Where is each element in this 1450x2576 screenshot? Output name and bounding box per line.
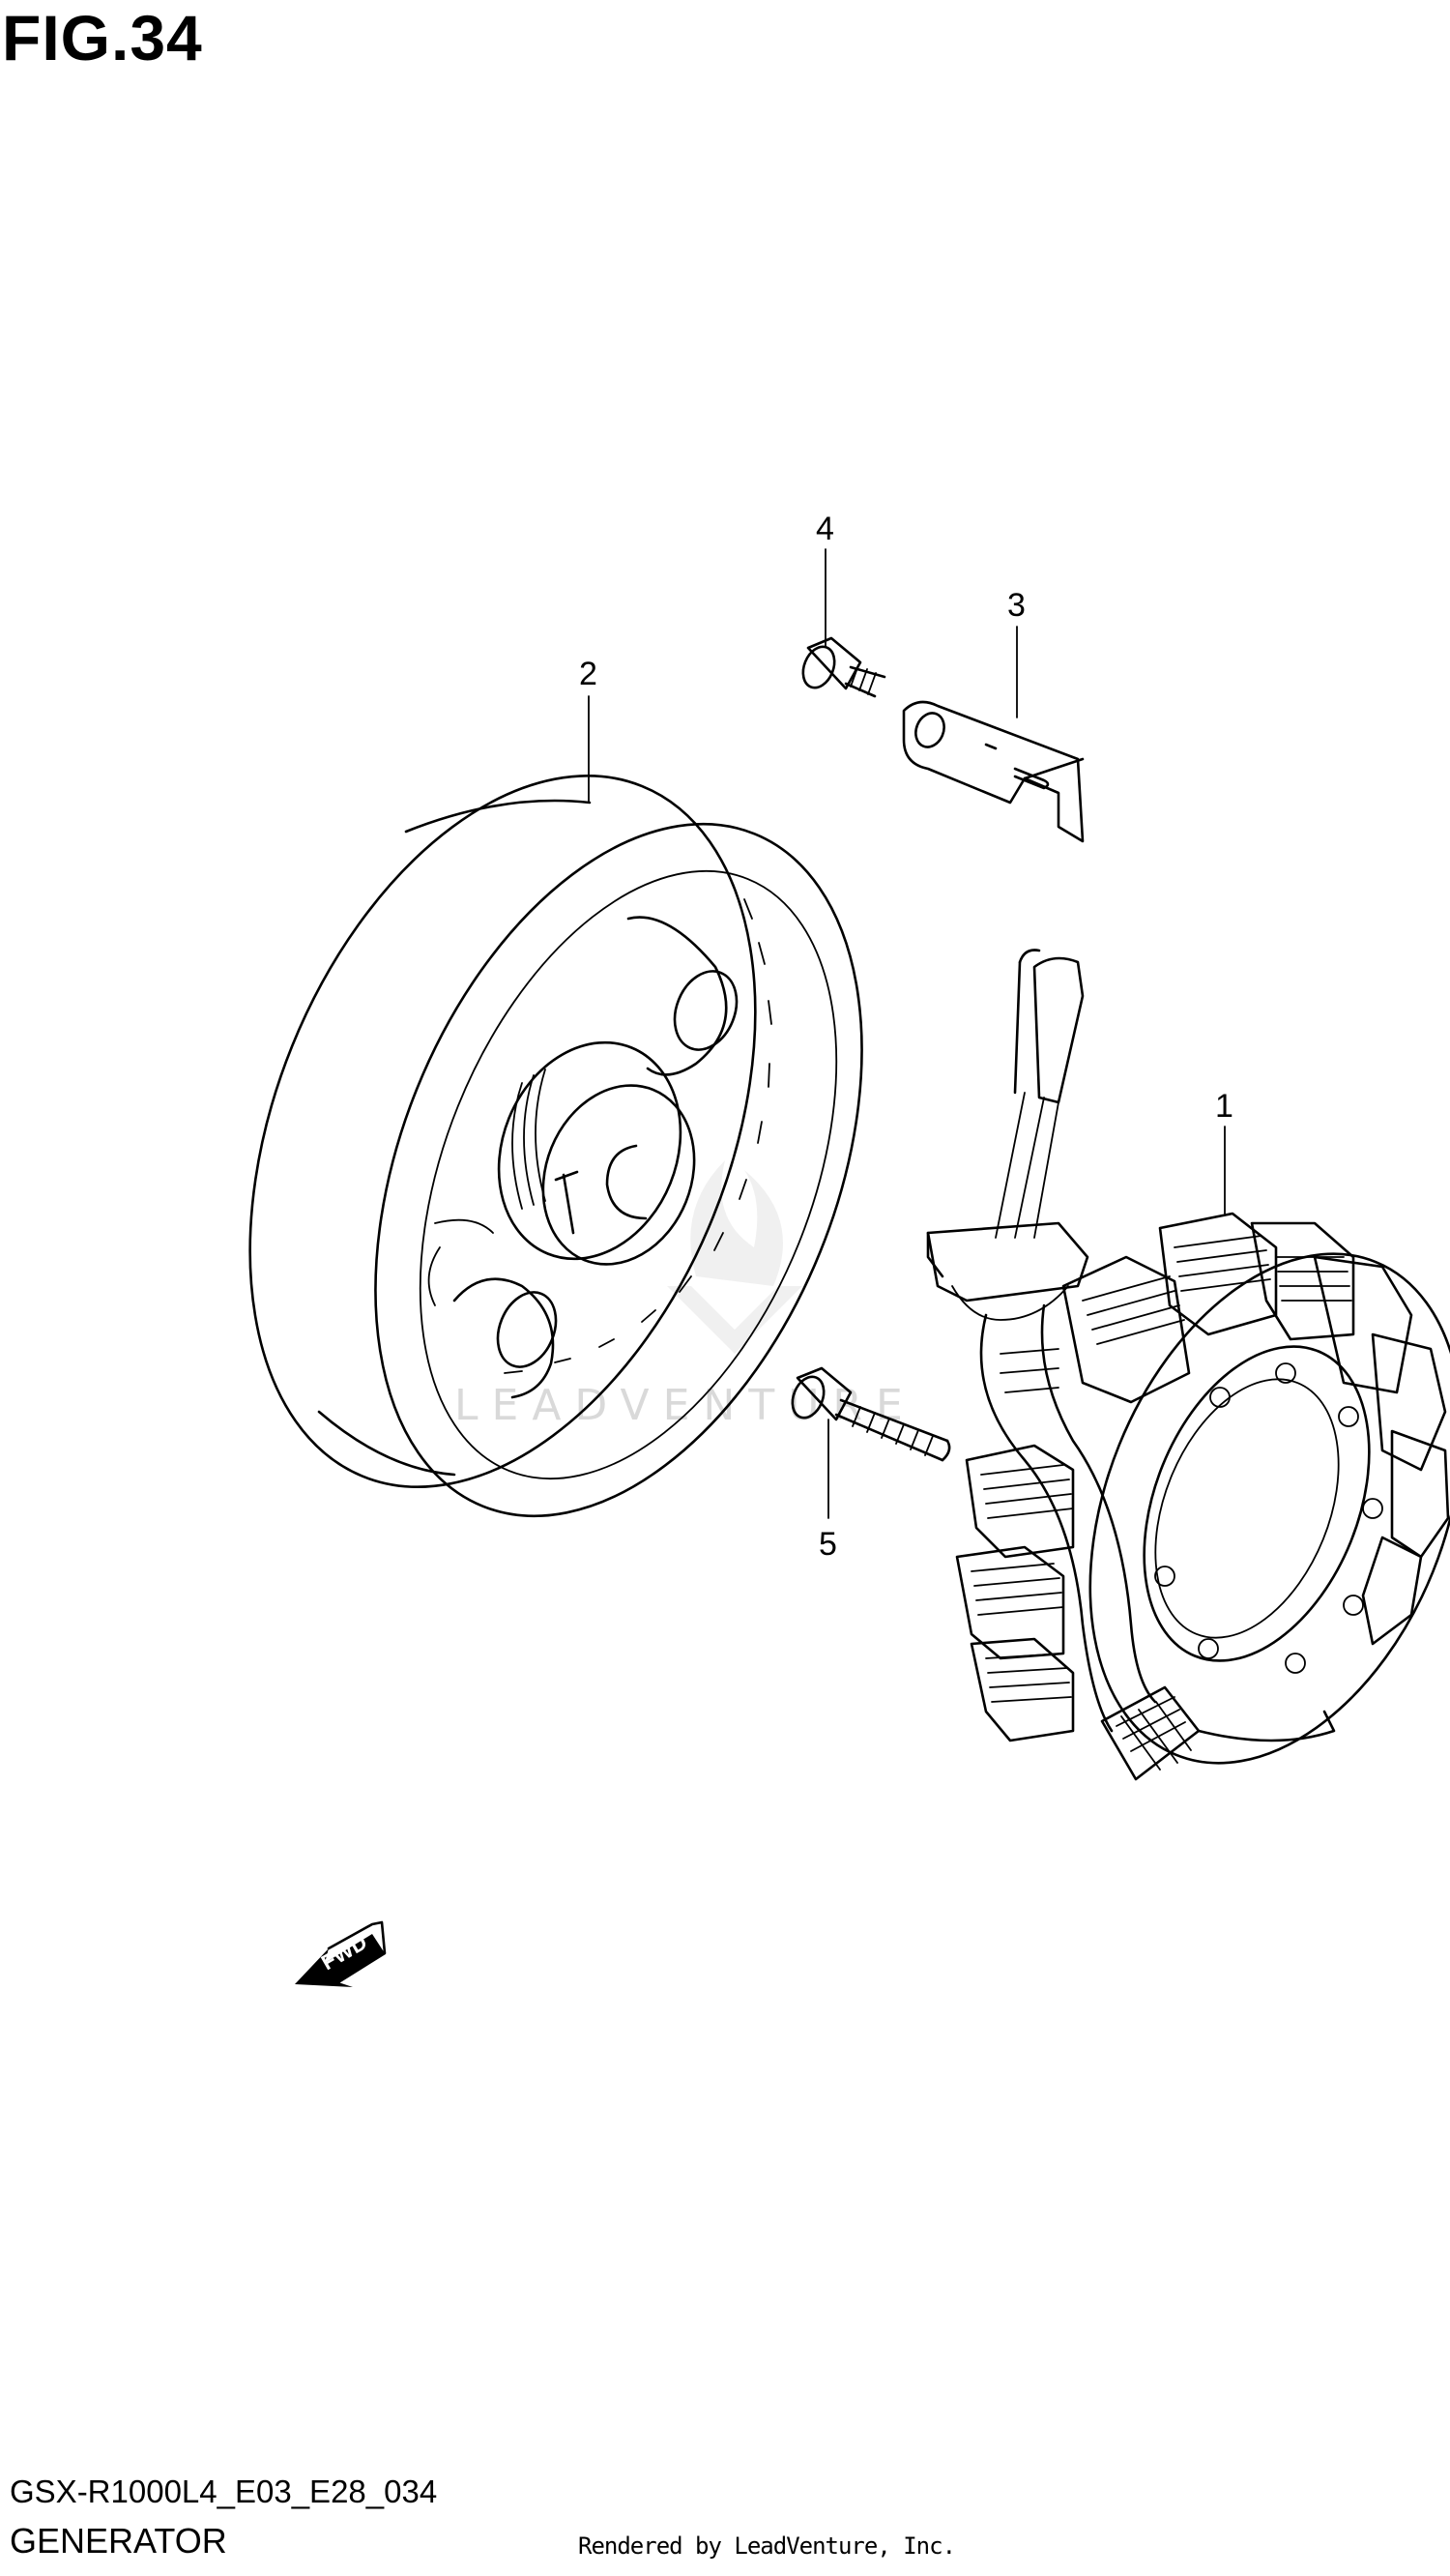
leader-lines [588,548,1226,1519]
part-screw-short [801,636,886,698]
part-stator [926,949,1450,1781]
model-code: GSX-R1000L4_E03_E28_034 [10,2474,438,2509]
part-bolt-long [791,1366,951,1462]
callout-2: 2 [579,656,597,692]
callout-4: 4 [816,511,834,547]
watermark-logo [667,1160,802,1354]
callout-5: 5 [819,1526,837,1563]
callout-1: 1 [1215,1088,1233,1125]
callout-3: 3 [1007,587,1026,624]
figure-name: GENERATOR [10,2521,227,2561]
part-bracket [902,700,1085,843]
rendered-by-credit: Rendered by LeadVenture, Inc. [578,2532,956,2560]
part-rotor [248,775,863,1518]
fwd-arrow-icon: FWD [295,1920,387,1987]
figure-title: FIG.34 [2,2,203,73]
